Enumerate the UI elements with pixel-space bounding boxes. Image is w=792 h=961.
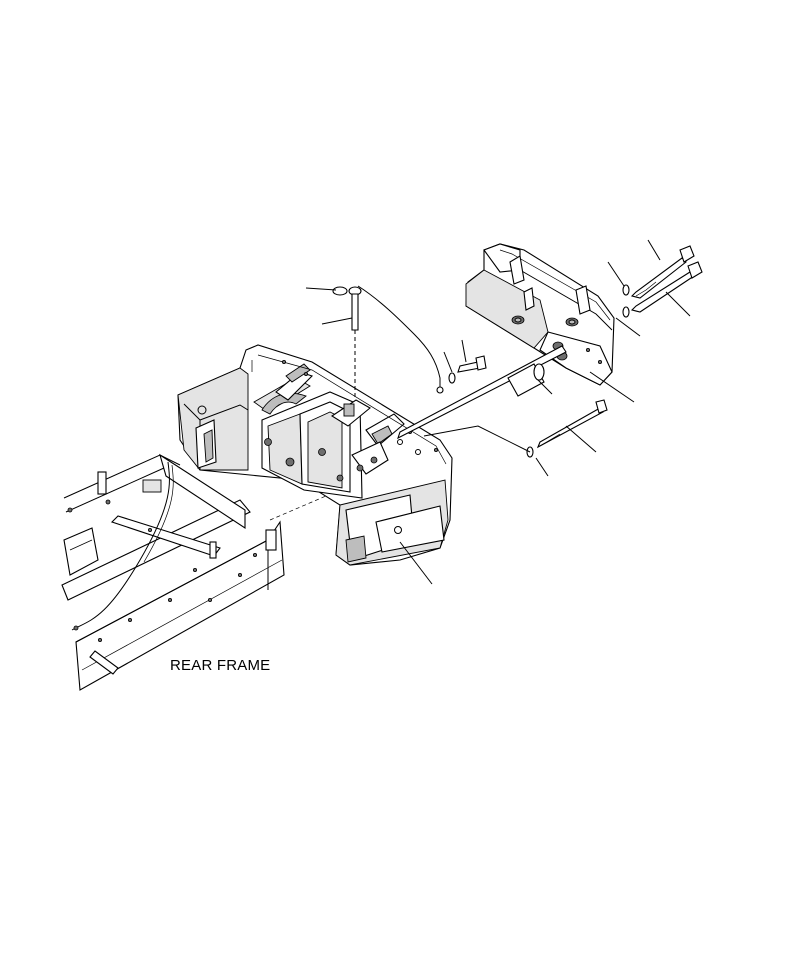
long-bolt-upper bbox=[630, 245, 695, 299]
rear-frame-label: REAR FRAME bbox=[170, 657, 270, 674]
rear-frame bbox=[61, 453, 341, 691]
small-washer bbox=[448, 372, 456, 384]
counterweight-cap bbox=[465, 243, 615, 386]
long-bolt-lower bbox=[630, 261, 703, 313]
bolt-lower bbox=[536, 399, 608, 449]
leader-lines bbox=[305, 239, 691, 585]
lock-wire bbox=[357, 285, 444, 394]
lock-pin bbox=[332, 286, 362, 398]
spacer-tube bbox=[507, 363, 545, 397]
washer-lower bbox=[622, 306, 630, 318]
washer-upper bbox=[622, 284, 630, 296]
counterweight-body bbox=[177, 344, 453, 566]
small-bolt bbox=[457, 355, 487, 373]
